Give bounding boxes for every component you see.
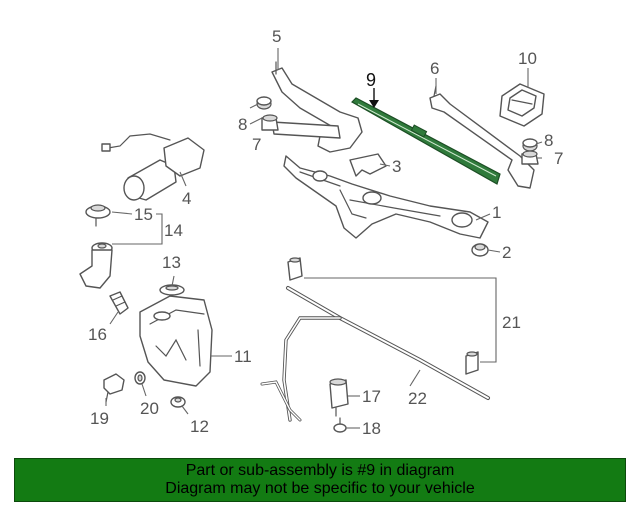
callout-labels: 5 9 6 10 8 7 8 7 3 4 1 15 14 2 13 16 21 … bbox=[88, 27, 563, 438]
part-8-nut-left bbox=[256, 96, 272, 110]
callout-11: 11 bbox=[234, 347, 252, 366]
part-14-filler-neck bbox=[79, 242, 113, 289]
callout-4: 4 bbox=[182, 189, 191, 208]
part-9-wiper-blade bbox=[351, 97, 501, 185]
info-banner: Part or sub-assembly is #9 in diagram Di… bbox=[14, 458, 626, 502]
part-5-wiper-arm bbox=[271, 61, 363, 153]
callout-20: 20 bbox=[140, 399, 159, 418]
part-12-seal bbox=[170, 396, 186, 408]
leader-lines bbox=[105, 48, 543, 429]
callout-3: 3 bbox=[392, 157, 401, 176]
callout-18: 18 bbox=[362, 419, 381, 438]
callout-19: 19 bbox=[90, 409, 109, 428]
part-2-nut bbox=[471, 243, 489, 257]
part-15-reservoir-cap bbox=[85, 204, 111, 227]
callout-15: 15 bbox=[134, 205, 153, 224]
part-20-grommet bbox=[134, 371, 146, 385]
part-16-grommet bbox=[109, 291, 129, 315]
callout-8-left: 8 bbox=[238, 115, 247, 134]
part-8-nut-right bbox=[522, 138, 538, 152]
callout-12: 12 bbox=[190, 417, 209, 436]
banner-line-2: Diagram may not be specific to your vehi… bbox=[165, 480, 475, 497]
callout-8-right: 8 bbox=[544, 131, 553, 150]
callout-21: 21 bbox=[502, 313, 521, 332]
callout-9-arrow bbox=[369, 88, 379, 108]
part-18-grommet bbox=[333, 417, 347, 433]
callout-1: 1 bbox=[492, 203, 501, 222]
callout-7-left: 7 bbox=[252, 135, 261, 154]
part-3-bracket bbox=[349, 153, 387, 177]
part-1-linkage bbox=[283, 155, 489, 239]
part-4-wiper-motor bbox=[101, 133, 205, 201]
part-22-washer-hose bbox=[260, 286, 490, 422]
callout-17: 17 bbox=[362, 387, 381, 406]
callout-6: 6 bbox=[430, 59, 439, 78]
callout-10: 10 bbox=[518, 49, 537, 68]
part-19-washer-pump bbox=[103, 373, 125, 403]
part-13-pump-cover bbox=[159, 284, 185, 296]
callout-2: 2 bbox=[502, 243, 511, 262]
callout-14: 14 bbox=[164, 221, 183, 240]
part-21-washer-jet-top bbox=[287, 257, 303, 281]
callout-16: 16 bbox=[88, 325, 107, 344]
callout-7-right: 7 bbox=[554, 149, 563, 168]
part-10-cover bbox=[499, 83, 545, 127]
banner-line-1: Part or sub-assembly is #9 in diagram bbox=[185, 462, 455, 479]
callout-22: 22 bbox=[408, 389, 427, 408]
part-17-washer-pump bbox=[329, 378, 349, 417]
callout-5: 5 bbox=[272, 27, 281, 46]
callout-9: 9 bbox=[366, 70, 376, 90]
part-7-cap-right bbox=[521, 150, 539, 165]
part-21-washer-jet-bottom bbox=[465, 351, 479, 375]
callout-13: 13 bbox=[162, 253, 181, 272]
part-7-cap-left bbox=[261, 114, 279, 131]
part-11-washer-reservoir bbox=[139, 295, 213, 387]
